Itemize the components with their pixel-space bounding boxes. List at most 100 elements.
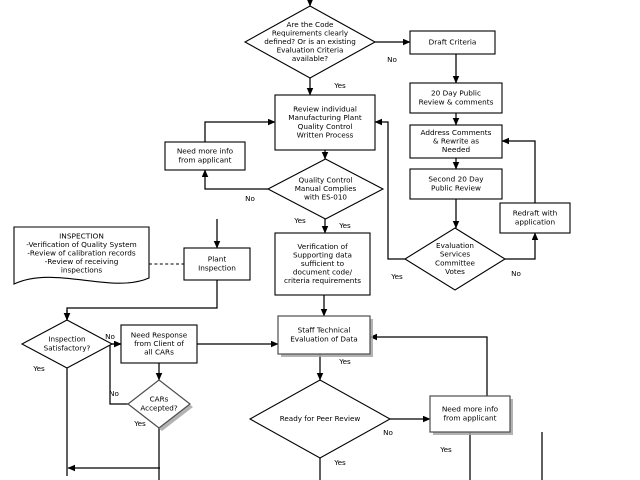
address-comments-box-label-line-2: Needed xyxy=(442,145,470,154)
edge-label-peer-review-no: No xyxy=(383,428,393,437)
twenty-day-public-review-box-label-line-0: 20 Day Public xyxy=(431,89,481,98)
edges-layer xyxy=(63,0,543,480)
edge-label-cars-accepted-no: No xyxy=(109,389,119,398)
need-more-info-from-applicant-box-upper-label-line-0: Need more info xyxy=(177,147,234,156)
need-more-info-from-applicant-box-upper-shape xyxy=(164,141,246,171)
review-individual-plant-box-label-line-0: Review individual xyxy=(293,105,357,114)
plant-inspection-box-label-line-1: Inspection xyxy=(198,263,236,272)
cars-accepted-decision-label-line-1: Accepted? xyxy=(140,403,177,412)
edge-label-inspection-satisfactory-no: No xyxy=(105,332,115,341)
draft-criteria-box-label-line-0: Draft Criteria xyxy=(429,38,477,47)
quality-control-manual-complies-decision-label-line-2: with ES-010 xyxy=(304,193,347,202)
review-individual-plant-box-shape xyxy=(274,94,376,151)
cars-accepted-decision-label-line-0: CARs xyxy=(150,395,169,404)
redraft-with-application-box-label-line-0: Redraft with xyxy=(513,209,557,218)
ready-for-peer-review-decision-label-line-0: Ready for Peer Review xyxy=(280,414,361,423)
inspection-document: INSPECTION-Verification of Quality Syste… xyxy=(13,226,150,285)
draft-criteria-box: Draft Criteria xyxy=(409,30,496,55)
edge-label-qc-manual-yes-right: Yes xyxy=(338,221,351,230)
edge-label-need-more-info-lower-yes: Yes xyxy=(439,445,452,454)
edge-cars-accepted-no-to-need-response xyxy=(109,340,128,405)
verification-supporting-data-box-label-line-1: Supporting data xyxy=(293,250,352,259)
edge-committee-votes-yes-to-review xyxy=(374,118,405,260)
edge-label-code-requirements-yes: Yes xyxy=(333,81,346,90)
twenty-day-public-review-box-shape xyxy=(409,82,503,114)
edge-label-code-requirements-no: No xyxy=(387,55,397,64)
second-twenty-day-review-box-label-line-0: Second 20 Day xyxy=(428,175,484,184)
plant-inspection-box-shape xyxy=(183,247,251,281)
code-requirements-decision-label-line-2: defined? Or is an existing xyxy=(264,37,356,46)
evaluation-committee-votes-decision-label-line-3: Votes xyxy=(445,267,465,276)
quality-control-manual-complies-decision-shape xyxy=(266,158,385,220)
inspection-document-label-line-1: -Verification of Quality System xyxy=(26,240,136,249)
edge-label-cars-accepted-yes: Yes xyxy=(133,419,146,428)
review-individual-plant-box-label-line-2: Quality Control xyxy=(298,122,353,131)
need-more-info-from-applicant-box-upper-label-line-1: from applicant xyxy=(178,155,231,164)
ready-for-peer-review-decision-shape xyxy=(248,379,392,459)
edge-label-committee-votes-yes: Yes xyxy=(390,272,403,281)
evaluation-committee-votes-decision-label-line-2: Committee xyxy=(435,258,475,267)
need-response-from-client-box-shape xyxy=(120,324,198,364)
staff-technical-evaluation-box-label-line-1: Evaluation of Data xyxy=(290,334,358,343)
inspection-satisfactory-decision-label-line-1: Satisfactory? xyxy=(44,343,91,352)
code-requirements-decision-label-line-0: Are the Code xyxy=(287,20,334,29)
quality-control-manual-complies-decision-label-line-1: Manual Complies xyxy=(295,184,357,193)
review-individual-plant-box-label-line-1: Manufacturing Plant xyxy=(288,113,362,122)
edge-label-qc-manual-yes-down: Yes xyxy=(293,216,306,225)
code-requirements-decision-shape xyxy=(243,5,377,79)
redraft-with-application-box-label-line-1: application xyxy=(515,217,555,226)
second-twenty-day-review-box-label-line-1: Public Review xyxy=(431,183,481,192)
inspection-satisfactory-decision-shape xyxy=(20,319,114,369)
verification-supporting-data-box-shape xyxy=(274,232,371,296)
evaluation-committee-votes-decision-label-line-0: Evaluation xyxy=(436,241,474,250)
edge-label-committee-votes-no: No xyxy=(511,269,521,278)
address-comments-box-label-line-1: & Rewrite as xyxy=(433,137,479,146)
need-more-info-from-applicant-box-lower-label-line-1: from applicant xyxy=(443,413,496,422)
edge-plant-inspection-to-inspection-satisfactory xyxy=(63,280,218,321)
edge-committee-votes-no-to-redraft xyxy=(505,232,539,260)
address-comments-box-shape xyxy=(409,124,503,159)
plant-inspection-box-label-line-0: Plant xyxy=(208,255,227,264)
code-requirements-decision-label-line-1: Requirements clearly xyxy=(272,28,349,37)
need-more-info-from-applicant-box-lower-shape xyxy=(429,395,511,433)
inspection-document-label-line-2: -Review of calibration records xyxy=(27,249,136,258)
evaluation-committee-votes-decision-label-line-1: Services xyxy=(440,250,471,259)
cars-accepted-decision-shape xyxy=(127,379,191,429)
redraft-with-application-box-shape xyxy=(499,202,571,234)
verification-supporting-data-box-label-line-0: Verification of xyxy=(297,242,348,251)
edge-label-inspection-satisfactory-yes: Yes xyxy=(32,364,45,373)
edge-need-more-info-lower-to-staff-evaluation xyxy=(369,333,488,396)
need-more-info-from-applicant-box-lower-label-line-0: Need more info xyxy=(442,405,499,414)
second-twenty-day-review-box-shape xyxy=(409,168,503,200)
inspection-document-shape xyxy=(13,226,150,285)
ready-for-peer-review-decision: Ready for Peer Review xyxy=(248,379,392,459)
inspection-document-label-line-0: INSPECTION xyxy=(59,231,104,240)
review-individual-plant-box-label-line-3: Written Process xyxy=(297,130,354,139)
inspection-document-label-line-4: inspections xyxy=(61,266,103,275)
verification-supporting-data-box-label-line-3: document code/ xyxy=(293,268,353,277)
edge-label-peer-review-yes: Yes xyxy=(333,458,346,467)
address-comments-box-label-line-0: Address Comments xyxy=(421,128,492,137)
need-response-from-client-box-label-line-2: all CARs xyxy=(144,348,174,357)
draft-criteria-box-shape xyxy=(409,30,496,55)
edge-label-qc-manual-no: No xyxy=(245,194,255,203)
code-requirements-decision-label-line-3: Evaluation Criteria xyxy=(277,46,344,55)
